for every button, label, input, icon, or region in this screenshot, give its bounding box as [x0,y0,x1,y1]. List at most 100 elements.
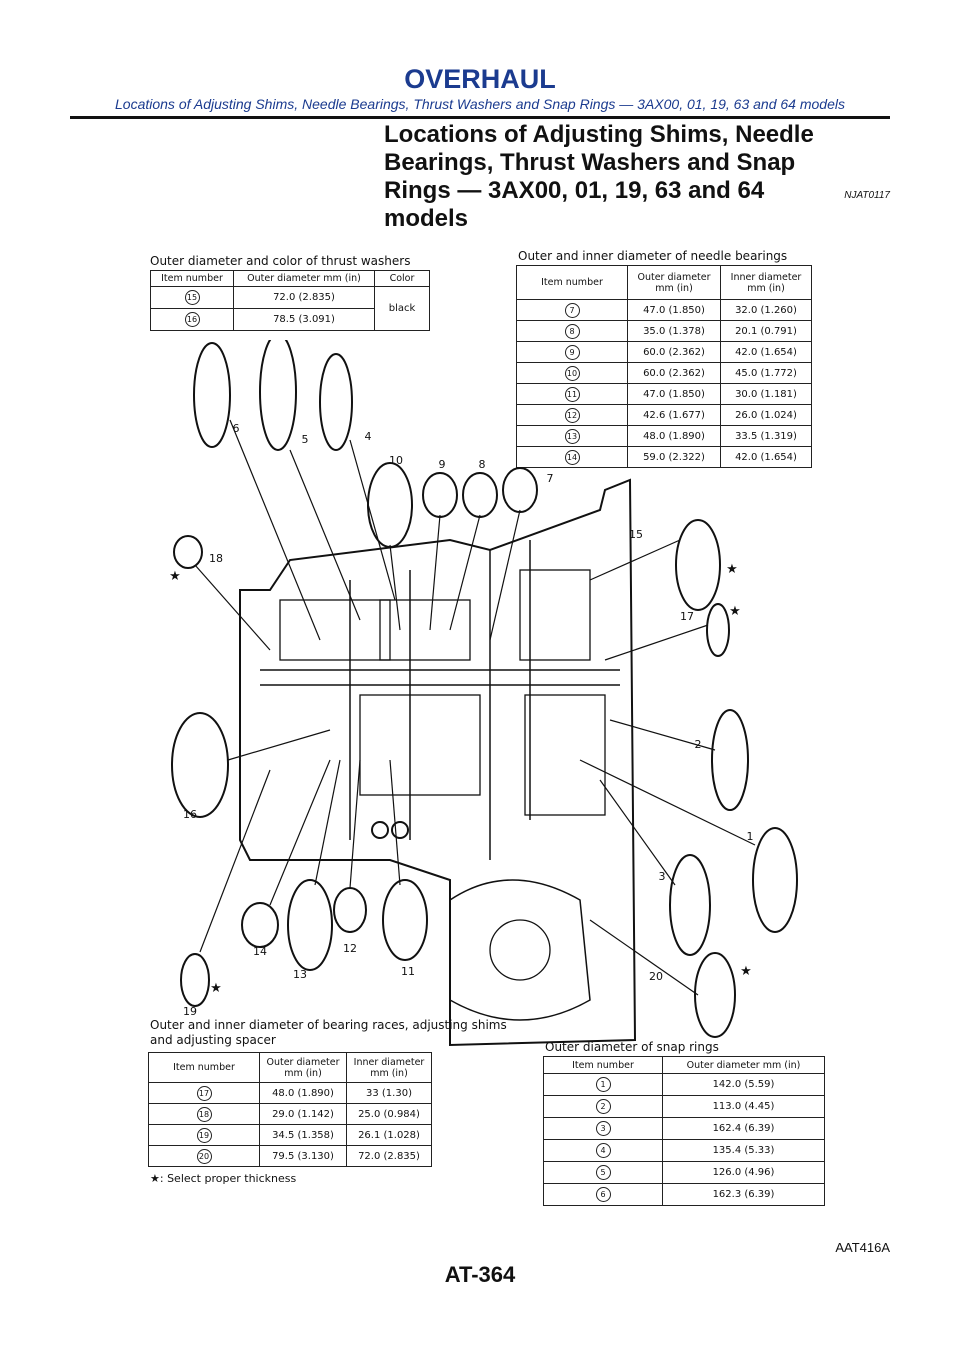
inner-diameter: 25.0 (0.984) [346,1103,432,1125]
bearing-races-table: Item number Outer diameter mm (in) Inner… [148,1052,432,1167]
col-header: Outer diameter mm (in) [259,1052,347,1083]
item-number: 6 [595,1187,611,1202]
transaxle-housing [239,478,637,1047]
callout-19: 19 [183,1005,197,1018]
needle-bearing-7-inset [502,467,538,513]
table-row: 15 72.0 (2.835) black [150,286,430,331]
col-header: Item number [516,265,628,300]
snap-ring-3 [669,854,711,956]
item-number: 14 [564,449,580,465]
needle-bearing-11-inset [382,879,428,961]
outer-diameter: 29.0 (1.142) [259,1103,347,1125]
item-number: 1 [595,1077,611,1092]
callout-18: 18 [209,552,223,565]
thrust-washer-16 [171,712,229,818]
col-header: Inner diameter mm (in) [346,1052,432,1083]
spacer-19 [180,953,210,1007]
col-header: Inner diameter mm (in) [720,265,812,300]
item-number: 9 [564,344,580,360]
callout-11: 11 [401,965,415,978]
callout-4: 4 [365,430,372,443]
item-number: 7 [564,302,580,318]
col-header: Outer diameter mm (in) [233,270,375,287]
item-number: 15 [184,290,200,305]
item-number: 5 [595,1165,611,1180]
inner-diameter: 32.0 (1.260) [720,299,812,321]
bearing-races-caption: Outer and inner diameter of bearing race… [150,1018,507,1032]
outer-diameter: 59.0 (2.322) [627,446,721,468]
select-thickness-note: ★: Select proper thickness [150,1172,297,1185]
callout-14: 14 [253,945,267,958]
outer-diameter: 162.4 (6.39) [662,1117,825,1140]
callout-13: 13 [293,968,307,981]
outer-diameter: 48.0 (1.890) [259,1082,347,1104]
needle-bearings-caption: Outer and inner diameter of needle beari… [518,249,788,263]
select-thickness-mark: ★ [169,569,181,584]
color-value: black [374,286,430,331]
col-header: Outer diameter mm (in) [662,1056,825,1074]
outer-diameter: 162.3 (6.39) [662,1183,825,1206]
section-code: NJAT0117 [844,190,890,201]
outer-diameter: 47.0 (1.850) [627,299,721,321]
snap-ring-4 [319,353,353,451]
page-header-title: OVERHAUL [404,64,556,94]
transaxle-cross-section-diagram: 1 2 3 4 5 6 7 8 9 10 11 12 13 14 15 16 1… [169,340,798,1047]
callout-15: 15 [629,528,643,541]
table-row: 7 47.0 (1.850)32.0 (1.260) [516,299,812,321]
snap-ring-2 [711,709,749,811]
callout-8: 8 [479,458,486,471]
outer-diameter: 135.4 (5.33) [662,1139,825,1162]
select-thickness-mark: ★ [210,981,222,996]
item-number: 12 [564,407,580,423]
item-number: 17 [196,1085,212,1101]
snap-rings-caption: Outer diameter of snap rings [545,1040,719,1054]
col-header: Item number [148,1052,260,1083]
select-thickness-mark: ★ [729,604,741,619]
figure-code: AAT416A [835,1240,890,1255]
outer-diameter: 72.0 (2.835) [233,286,375,309]
page-header-subtitle: Locations of Adjusting Shims, Needle Bea… [115,96,845,112]
item-number: 18 [196,1106,212,1122]
callout-9: 9 [439,458,446,471]
section-title: Locations of Adjusting Shims, Needle Bea… [384,121,814,232]
thrust-washers-table: Item number Outer diameter mm (in) Color… [150,270,430,331]
callout-12: 12 [343,942,357,955]
callout-7: 7 [547,472,554,485]
callout-6: 6 [233,422,240,435]
inner-diameter: 33 (1.30) [346,1082,432,1104]
race-20 [694,952,736,1038]
table-row: 4 135.4 (5.33) [543,1139,825,1162]
outer-diameter: 34.5 (1.358) [259,1124,347,1146]
outer-diameter: 78.5 (3.091) [233,308,375,331]
snap-ring-15 [675,519,721,611]
item-number: 4 [595,1143,611,1158]
table-row: 16 78.5 (3.091) [150,308,430,331]
table-row: 14 59.0 (2.322)42.0 (1.654) [516,446,812,468]
page-number: AT-364 [444,1262,516,1287]
bearing-races-caption-2: and adjusting spacer [150,1033,276,1047]
col-header: Outer diameter mm (in) [627,265,721,300]
callout-20: 20 [649,970,663,983]
inner-diameter: 42.0 (1.654) [720,446,812,468]
item-number: 13 [564,428,580,444]
item-number: 20 [196,1148,212,1164]
outer-diameter: 113.0 (4.45) [662,1095,825,1118]
item-number: 11 [564,386,580,402]
callout-2: 2 [695,738,702,751]
table-row: 17 48.0 (1.890)33 (1.30) [148,1082,432,1104]
callout-5: 5 [302,433,309,446]
col-header: Item number [543,1056,663,1074]
item-number: 8 [564,323,580,339]
callout-3: 3 [659,870,666,883]
differential-case [449,879,591,1021]
header-rule [70,116,890,119]
col-header: Item number [150,270,234,287]
col-header: Color [374,270,430,287]
